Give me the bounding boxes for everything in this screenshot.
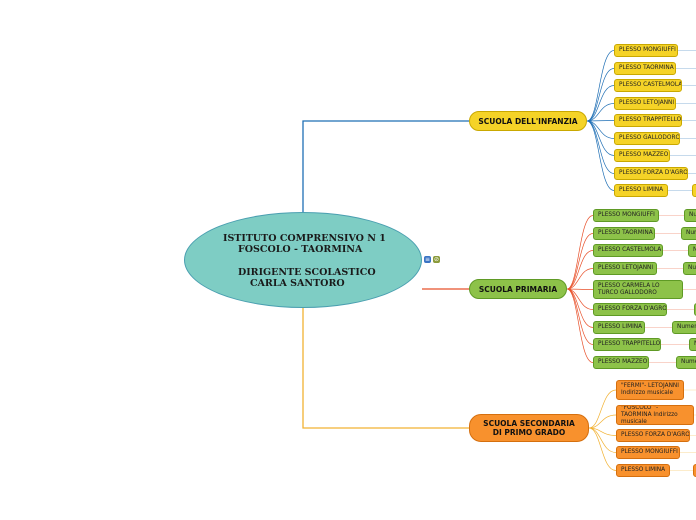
- sub-item-primaria-7[interactable]: Numer: [672, 321, 696, 334]
- leaf-secondaria-1[interactable]: "FERMI"- LETOJANNI Indirizzo musicale: [616, 380, 684, 400]
- branch-label: SCUOLA PRIMARIA: [478, 284, 558, 294]
- link-leaf-infanzia-9: [586, 120, 615, 191]
- sub-item-infanzia-limina[interactable]: [692, 184, 696, 197]
- leaf-infanzia-3[interactable]: PLESSO CASTELMOLA: [614, 79, 682, 92]
- attachment-icon[interactable]: ⊘: [433, 256, 440, 263]
- sub-item-primaria-9[interactable]: Nume: [676, 356, 696, 369]
- link-leaf-secondaria-1: [588, 389, 617, 429]
- branch-scuola-secondaria[interactable]: SCUOLA SECONDARIA DI PRIMO GRADO: [469, 414, 589, 442]
- leaf-secondaria-4[interactable]: PLESSO MONGIUFFI: [616, 446, 680, 459]
- leaf-infanzia-9[interactable]: PLESSO LIMINA: [614, 184, 668, 197]
- sub-item-secondaria-5[interactable]: [693, 464, 696, 477]
- notes-icon[interactable]: ≡: [424, 256, 431, 263]
- link-leaf-primaria-8: [566, 288, 594, 345]
- leaf-infanzia-6[interactable]: PLESSO GALLODORO: [614, 132, 680, 145]
- sub-item-primaria-3[interactable]: N: [688, 244, 696, 257]
- leaf-primaria-1[interactable]: PLESSO MONGIUFFI: [593, 209, 659, 222]
- link-leaf-infanzia-4: [586, 103, 615, 122]
- leaf-primaria-8[interactable]: PLESSO TRAPPITELLO: [593, 338, 661, 351]
- leaf-primaria-7[interactable]: PLESSO LIMINA: [593, 321, 645, 334]
- link-leaf-primaria-4: [566, 268, 594, 290]
- leaf-secondaria-3[interactable]: PLESSO FORZA D'AGRO: [616, 429, 690, 442]
- connector-secondaria: [302, 308, 470, 429]
- leaf-primaria-6[interactable]: PLESSO FORZA D'AGRO: [593, 303, 667, 316]
- connector-infanzia: [302, 120, 470, 212]
- link-leaf-infanzia-3: [586, 85, 615, 122]
- link-leaf-primaria-2: [566, 233, 594, 290]
- central-topic[interactable]: ISTITUTO COMPRENSIVO N 1 FOSCOLO - TAORM…: [184, 212, 422, 308]
- sub-item-primaria-1[interactable]: Nu: [684, 209, 696, 222]
- leaf-infanzia-8[interactable]: PLESSO FORZA D'AGRO: [614, 167, 688, 180]
- branch-scuola-primaria[interactable]: SCUOLA PRIMARIA: [469, 279, 567, 299]
- leaf-infanzia-5[interactable]: PLESSO TRAPPITELLO: [614, 114, 682, 127]
- topic-icons: ≡ ⊘: [424, 256, 440, 263]
- leaf-primaria-9[interactable]: PLESSO MAZZEO: [593, 356, 649, 369]
- branch-scuola-infanzia[interactable]: SCUOLA DELL'INFANZIA: [469, 111, 587, 131]
- leaf-infanzia-4[interactable]: PLESSO LETOJANNI: [614, 97, 676, 110]
- leaf-infanzia-7[interactable]: PLESSO MAZZEO: [614, 149, 670, 162]
- link-leaf-primaria-5: [566, 288, 594, 290]
- sub-item-primaria-4[interactable]: Nu: [683, 262, 696, 275]
- leaf-infanzia-2[interactable]: PLESSO TAORMINA: [614, 62, 676, 75]
- center-line-2: FOSCOLO - TAORMINA: [238, 244, 363, 255]
- branch-label: SCUOLA SECONDARIA DI PRIMO GRADO: [483, 419, 575, 437]
- sub-item-primaria-6[interactable]: [694, 303, 696, 316]
- leaf-primaria-5[interactable]: PLESSO CARMELA LO TURCO GALLODORO: [593, 280, 683, 299]
- center-line-1: ISTITUTO COMPRENSIVO N 1: [223, 233, 386, 244]
- link-leaf-primaria-3: [566, 250, 594, 290]
- leaf-primaria-2[interactable]: PLESSO TAORMINA: [593, 227, 655, 240]
- link-leaf-primaria-1: [566, 215, 594, 290]
- link-leaf-primaria-9: [566, 288, 594, 363]
- link-leaf-secondaria-2: [588, 414, 617, 429]
- link-leaf-infanzia-8: [586, 120, 615, 174]
- sub-item-primaria-2[interactable]: Num: [681, 227, 696, 240]
- leaf-secondaria-5[interactable]: PLESSO LIMINA: [616, 464, 670, 477]
- branch-label: SCUOLA DELL'INFANZIA: [478, 116, 578, 126]
- sub-item-primaria-8[interactable]: N: [689, 338, 696, 351]
- leaf-primaria-4[interactable]: PLESSO LETOJANNI: [593, 262, 657, 275]
- link-leaf-secondaria-4: [588, 427, 617, 453]
- link-leaf-infanzia-1: [586, 50, 615, 122]
- leaf-infanzia-1[interactable]: PLESSO MONGIUFFI: [614, 44, 678, 57]
- center-line-4: CARLA SANTORO: [250, 278, 345, 289]
- link-leaf-infanzia-2: [586, 68, 615, 122]
- link-leaf-secondaria-5: [588, 427, 617, 471]
- center-line-3: DIRIGENTE SCOLASTICO: [238, 267, 376, 278]
- leaf-primaria-3[interactable]: PLESSO CASTELMOLA: [593, 244, 663, 257]
- leaf-secondaria-2[interactable]: "FOSCOLO "- TAORMINA Indirizzo musicale: [616, 405, 694, 425]
